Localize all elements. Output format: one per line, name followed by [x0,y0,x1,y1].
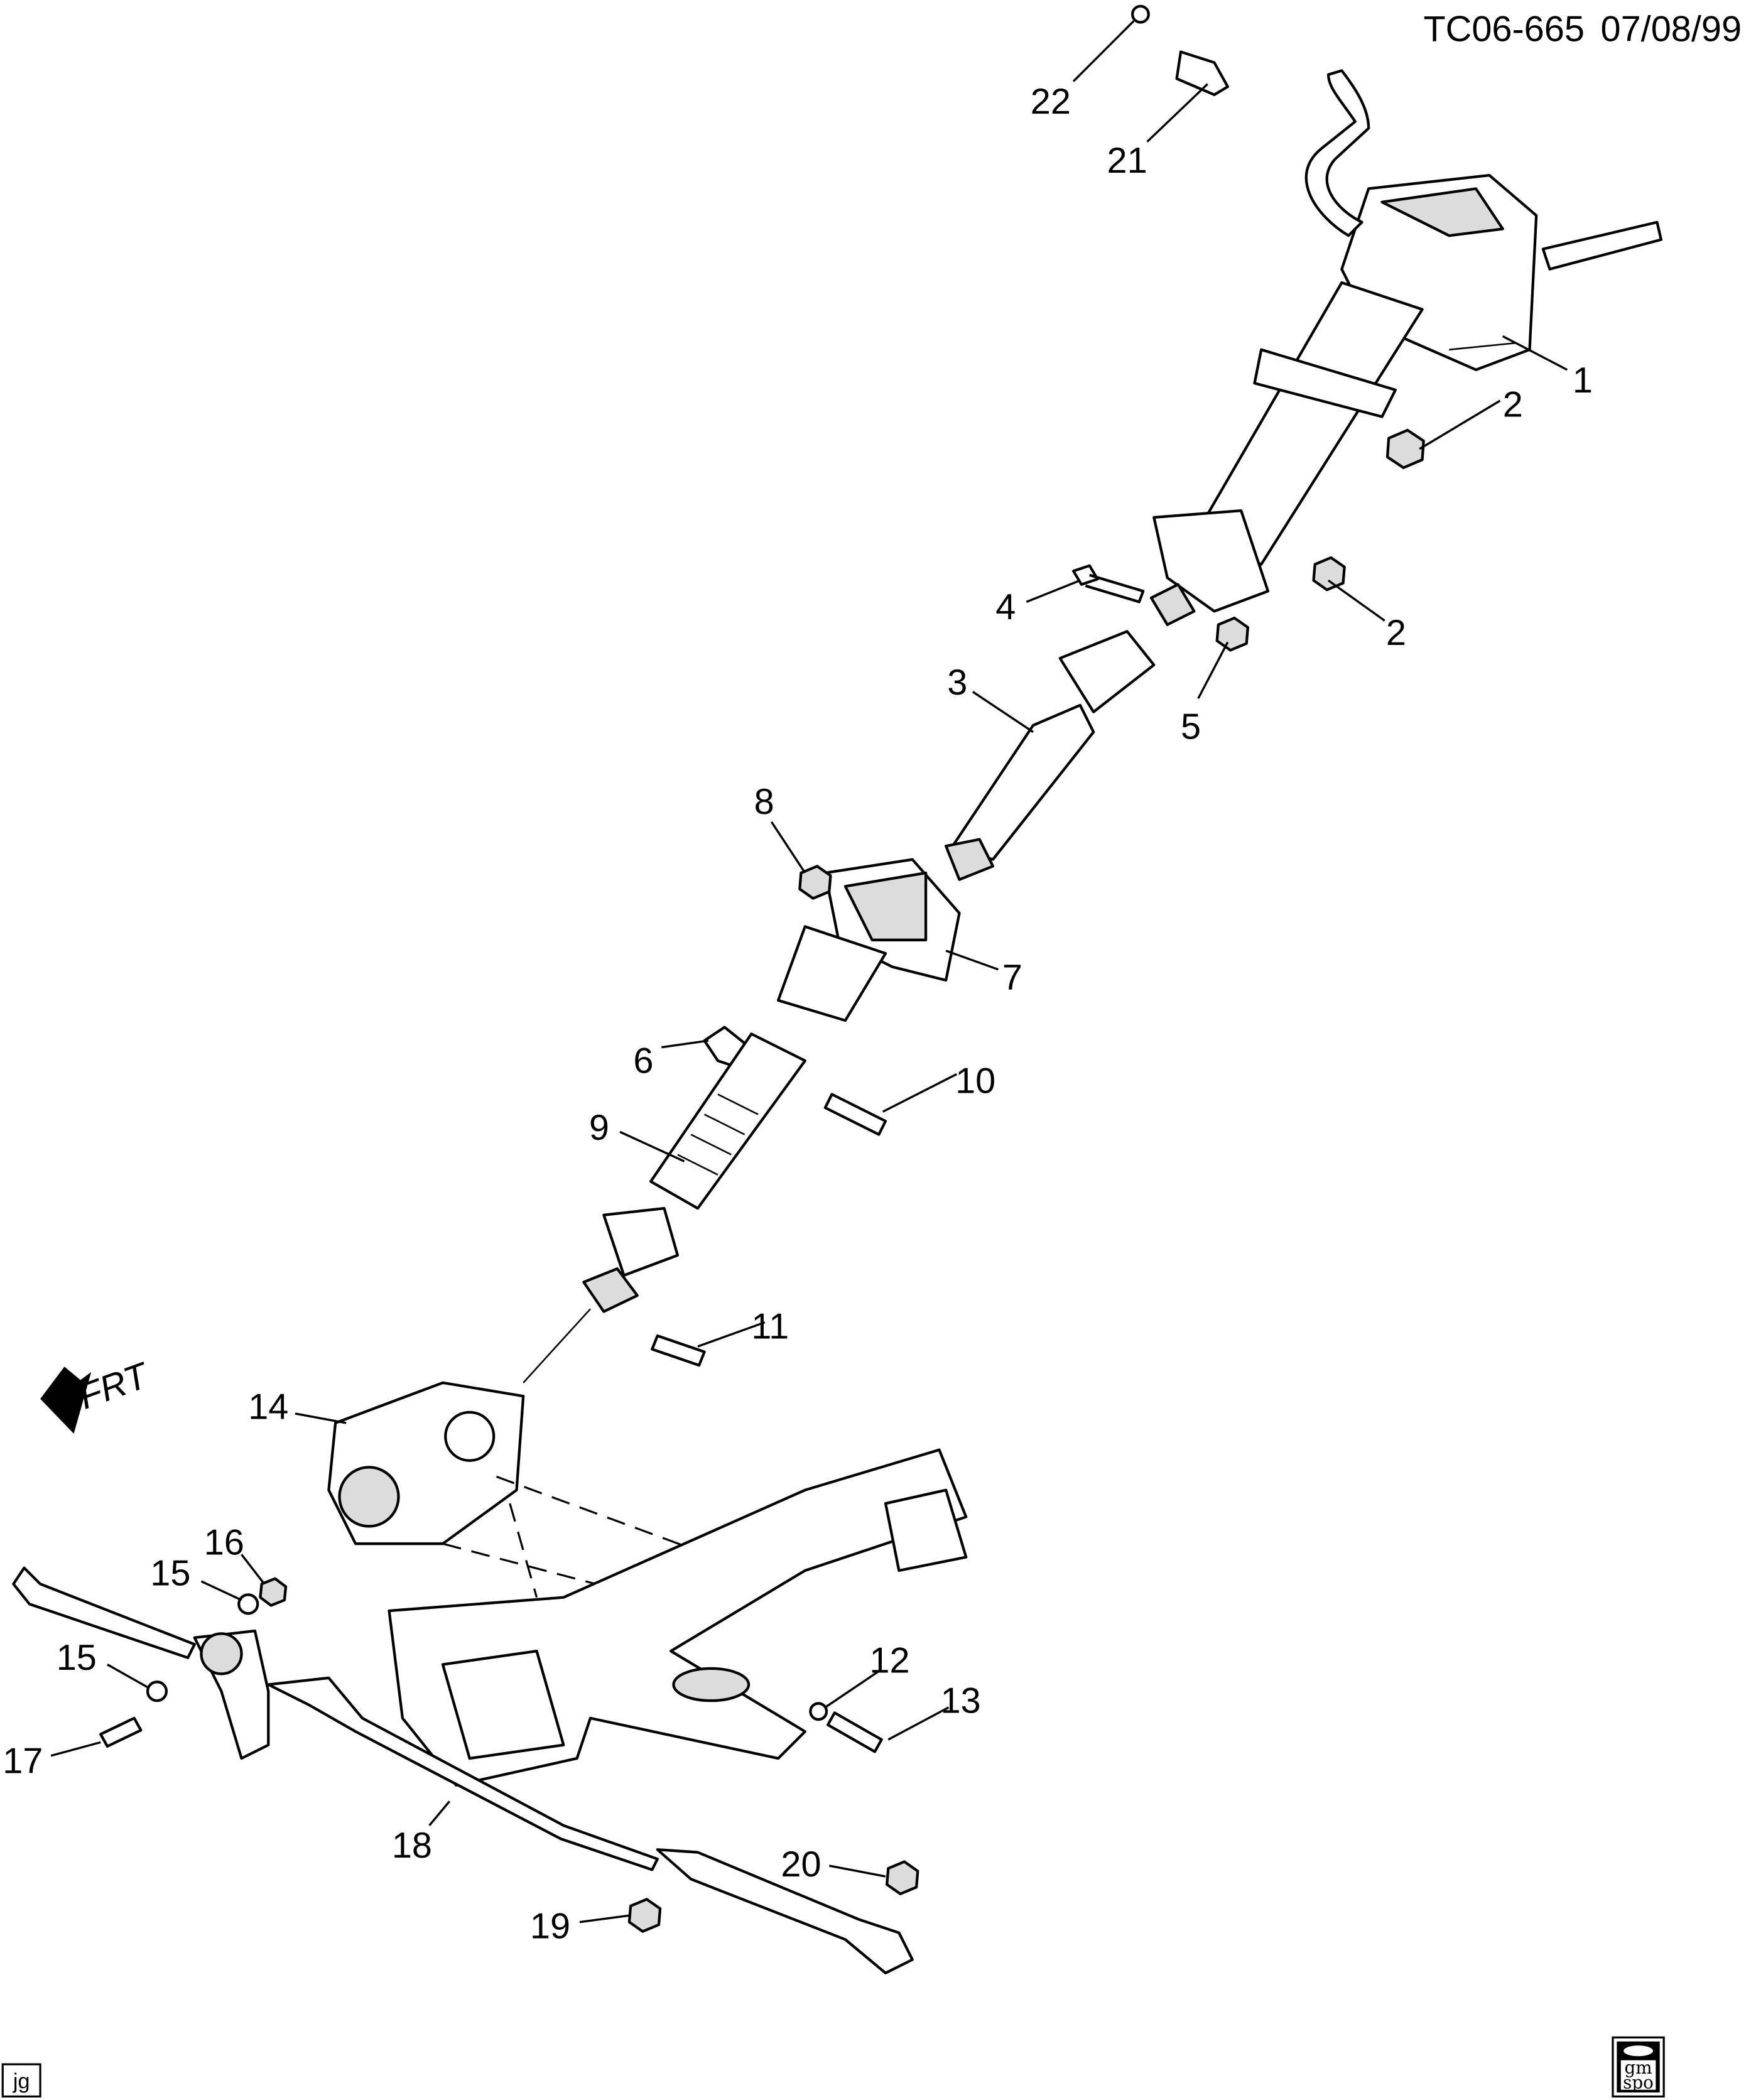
bolt-17 [99,1716,143,1748]
callout-2b: 2 [1386,613,1406,653]
part-21-pin [1175,50,1229,97]
callout-18: 18 [392,1826,432,1866]
callout-17: 17 [3,1741,43,1782]
callout-9: 9 [589,1108,609,1148]
nut-8 [798,865,832,900]
nut-16 [259,1577,288,1607]
callout-10: 10 [955,1061,995,1101]
callout-19: 19 [530,1906,570,1946]
diagram-date: 07/08/99 [1601,9,1742,49]
diagram-header: TC06-665 07/08/99 [1423,9,1742,49]
callout-11: 11 [751,1306,789,1346]
callout-2a: 2 [1503,385,1523,425]
bolt-10 [823,1093,887,1136]
nut-2b [1312,556,1346,592]
washer-15a [237,1593,259,1615]
callout-5: 5 [1181,706,1201,747]
part-22-clip [1130,4,1150,24]
nut-5 [1215,616,1249,652]
nut-2a [1385,428,1425,469]
diagram-code: TC06-665 [1423,9,1584,49]
bolt-4 [1071,564,1145,603]
callout-22: 22 [1031,82,1071,122]
intermediate-shaft [945,630,1156,881]
inner-tie-rod-left [12,1566,196,1659]
callout-16: 16 [204,1522,244,1562]
author-initials: jg [13,2070,30,2094]
logo-text-spo: spo [1623,2072,1654,2093]
callout-21: 21 [1107,141,1147,181]
washer-12 [809,1702,828,1721]
front-label: FRT [73,1355,155,1417]
outer-tie-rod-right [656,1848,914,1974]
gm-spo-logo: gm spo [1612,2036,1665,2097]
callout-4: 4 [995,587,1016,627]
callout-3: 3 [947,663,967,703]
idler-arm [193,1629,270,1760]
leader-lines [50,20,1568,1924]
callout-12: 12 [869,1640,909,1681]
callout-14: 14 [248,1387,288,1427]
logo-text-gm: gm [1624,2057,1652,2078]
relay-rod [267,1676,659,1871]
nut-19 [627,1898,662,1933]
callout-7: 7 [1002,958,1022,998]
steering-column [1149,69,1662,626]
frame-crossmember [388,1448,968,1787]
front-arrow-icon [40,1367,92,1434]
bolt-13 [827,1711,883,1753]
callout-8: 8 [754,782,774,822]
steering-gear [327,1381,525,1545]
lower-shaft [582,1032,806,1313]
nut-20 [886,1860,919,1895]
callout-20: 20 [781,1844,821,1885]
callout-15b: 15 [57,1638,97,1678]
callout-1: 1 [1573,360,1593,401]
author-initials-box: jg [1,2063,41,2097]
callout-13: 13 [941,1681,981,1721]
front-direction-indicator: FRT [40,1355,155,1434]
washer-15b [146,1681,168,1702]
callout-6: 6 [633,1041,653,1081]
steering-seal [776,858,961,1022]
bolt-11 [651,1334,706,1367]
callout-15a: 15 [150,1553,190,1593]
